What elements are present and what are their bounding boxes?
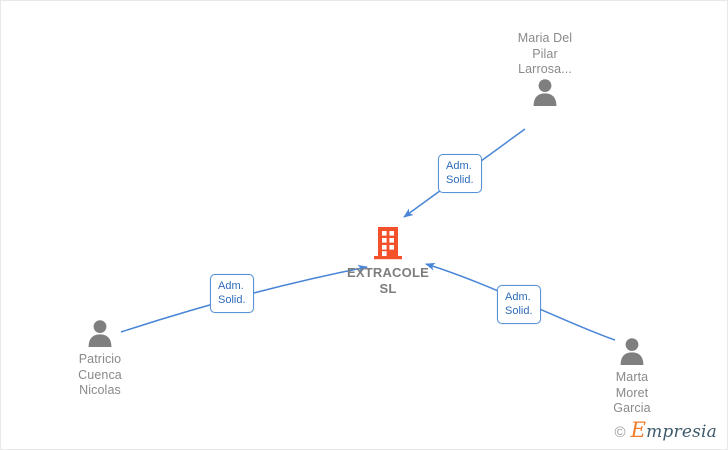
- edge-label-adm-solid-patricio[interactable]: Adm. Solid.: [210, 274, 254, 313]
- person-node-patricio-cuenca-nicolas[interactable]: Patricio Cuenca Nicolas: [40, 319, 160, 399]
- person-icon: [617, 337, 647, 370]
- company-node-label: EXTRACOLE SL: [347, 265, 429, 296]
- building-icon: [374, 226, 402, 265]
- watermark-empresia: © Empresia: [614, 420, 717, 442]
- watermark-brand-initial: E: [630, 418, 647, 442]
- person-node-label: Patricio Cuenca Nicolas: [78, 352, 122, 397]
- copyright-icon: ©: [614, 424, 626, 441]
- watermark-brand: Empresia: [631, 420, 717, 442]
- watermark-brand-rest: mpresia: [646, 422, 717, 442]
- person-node-maria-del-pilar-larrosa[interactable]: Maria Del Pilar Larrosa...: [485, 31, 605, 111]
- edge-label-adm-solid-maria[interactable]: Adm. Solid.: [438, 154, 482, 193]
- company-node[interactable]: EXTRACOLE SL: [328, 226, 448, 297]
- person-node-marta-moret-garcia[interactable]: Marta Moret Garcia: [572, 337, 692, 417]
- edge-label-adm-solid-marta[interactable]: Adm. Solid.: [497, 285, 541, 324]
- person-node-label: Marta Moret Garcia: [613, 370, 651, 415]
- person-icon: [85, 319, 115, 352]
- person-node-label: Maria Del Pilar Larrosa...: [517, 31, 573, 76]
- person-icon: [530, 78, 560, 111]
